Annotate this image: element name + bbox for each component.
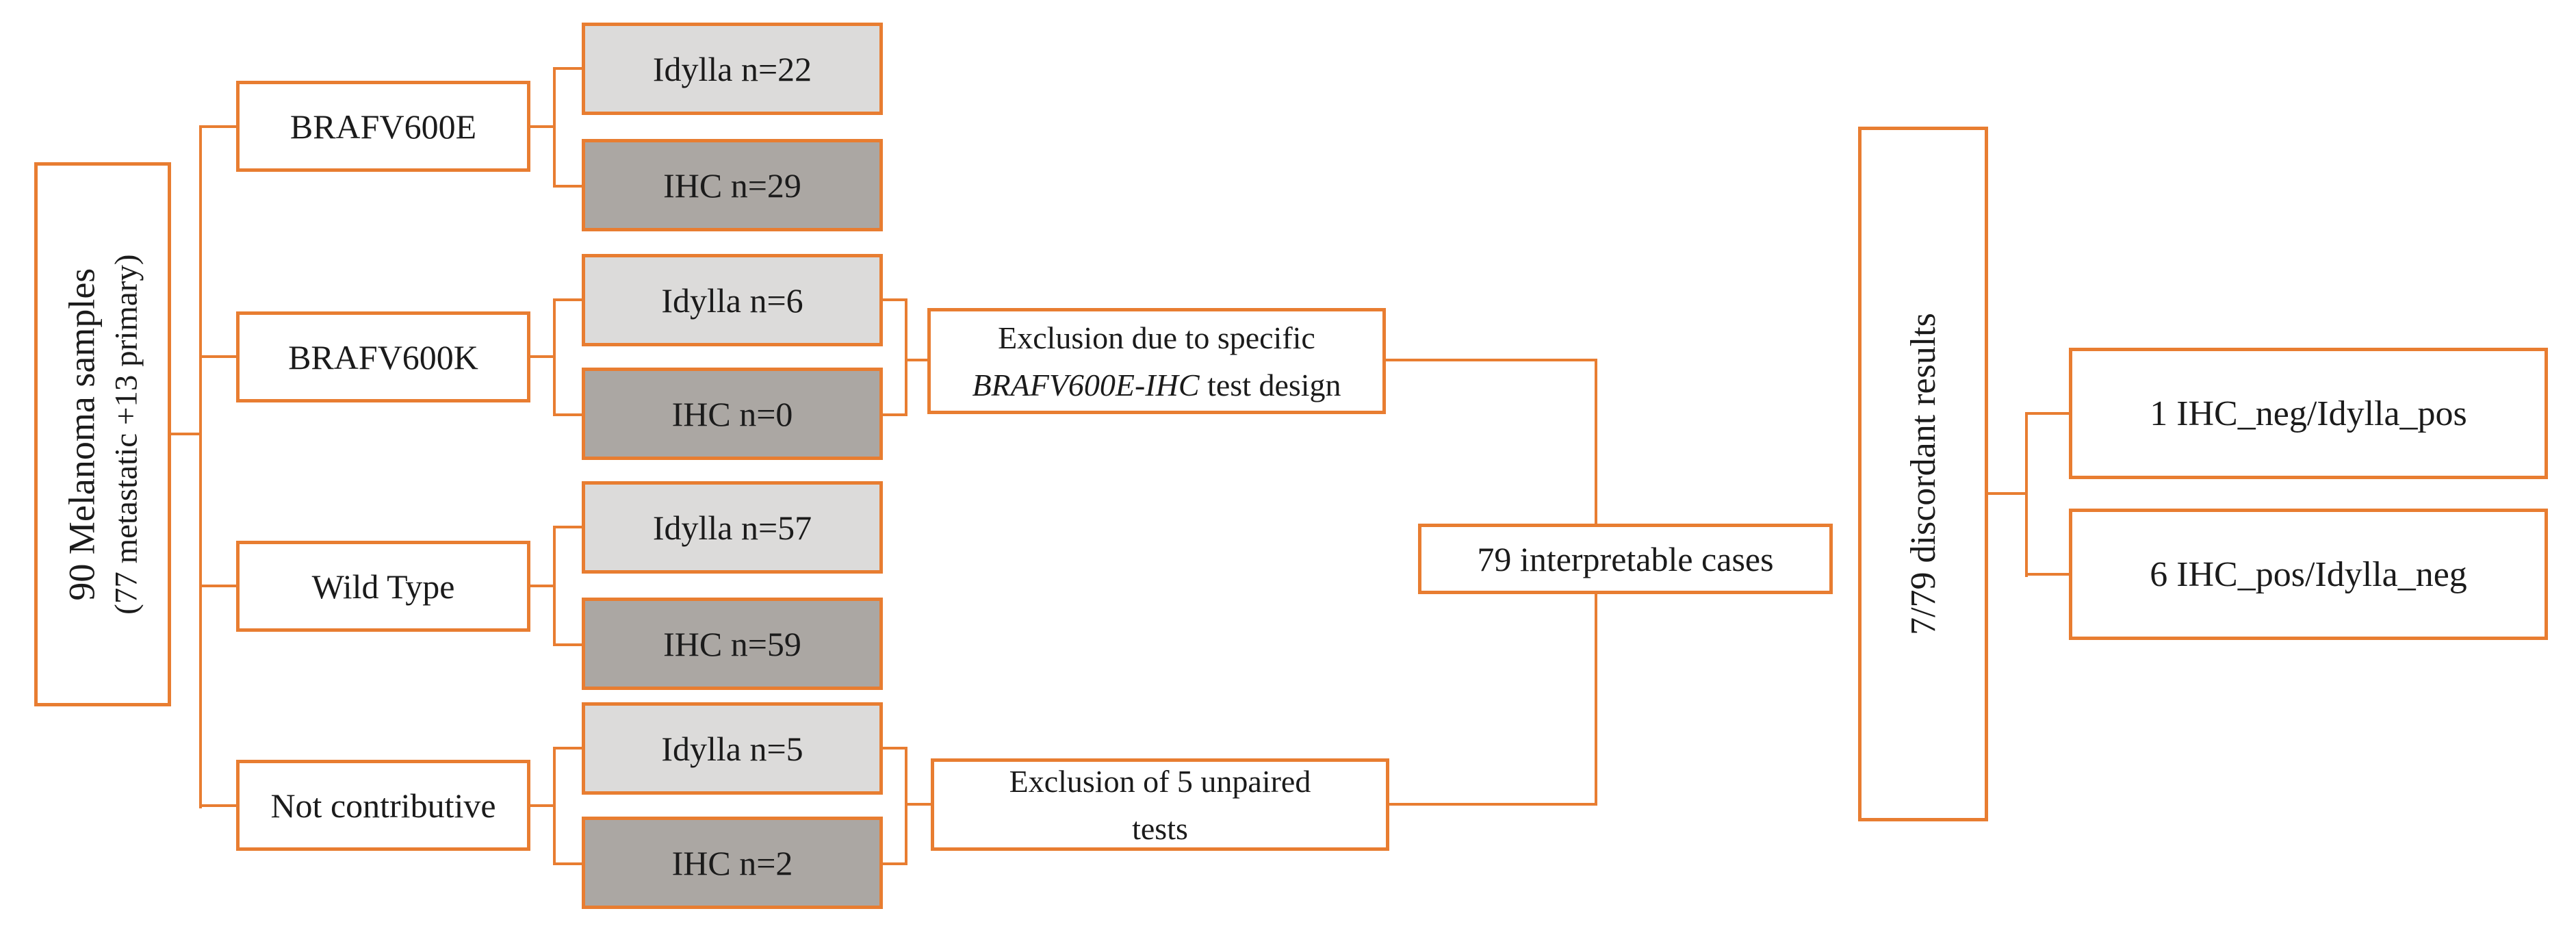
discordant-results-box: 7/79 discordant results (1858, 127, 1988, 821)
connector-line (880, 413, 907, 416)
category-label: Wild Type (311, 567, 455, 606)
outcome-box-ihc-pos-idylla-neg: 6 IHC_pos/Idylla_neg (2069, 509, 2548, 640)
connector-line (199, 804, 239, 807)
connector-line (199, 585, 239, 587)
category-box-wild-type: Wild Type (236, 541, 530, 632)
outcome-label: 1 IHC_neg/Idylla_pos (2150, 394, 2467, 433)
exclusion-unpaired-line1: Exclusion of 5 unpaired (1009, 763, 1311, 799)
exclusion-specific-rest: test design (1199, 367, 1341, 402)
idylla-count-box-row2: Idylla n=6 (582, 254, 883, 346)
idylla-count-label: Idylla n=22 (652, 49, 812, 88)
connector-line (528, 585, 556, 587)
discordant-results-label: 7/79 discordant results (1903, 313, 1943, 635)
exclusion-specific-line2: BRAFV600E-IHC test design (972, 361, 1341, 409)
connector-line (553, 862, 584, 865)
ihc-count-label: IHC n=0 (671, 394, 793, 433)
exclusion-specific-gene: BRAFV600E-IHC (972, 367, 1200, 402)
root-samples-label: 90 Melanoma samples (77 metastatic +13 p… (57, 254, 147, 614)
root-samples-line1: 90 Melanoma samples (61, 268, 103, 601)
connector-line (553, 298, 584, 301)
connector-line (553, 747, 584, 750)
interpretable-cases-box: 79 interpretable cases (1418, 524, 1833, 594)
ihc-count-label: IHC n=29 (663, 166, 801, 205)
connector-line (553, 67, 556, 188)
connector-line (905, 298, 907, 416)
connector-line (905, 747, 907, 865)
connector-line (2025, 412, 2028, 577)
connector-line (553, 413, 584, 416)
category-label: Not contributive (270, 786, 496, 825)
idylla-count-box-row4: Idylla n=5 (582, 702, 883, 795)
ihc-count-label: IHC n=59 (663, 624, 801, 663)
outcome-box-ihc-neg-idylla-pos: 1 IHC_neg/Idylla_pos (2069, 348, 2548, 479)
idylla-count-box-row3: Idylla n=57 (582, 481, 883, 574)
exclusion-specific-box: Exclusion due to specific BRAFV600E-IHC … (927, 308, 1386, 414)
connector-line (905, 803, 934, 806)
interpretable-cases-label: 79 interpretable cases (1477, 539, 1774, 578)
connector-line (1595, 593, 1597, 806)
category-box-brafv600e: BRAFV600E (236, 81, 530, 172)
outcome-label: 6 IHC_pos/Idylla_neg (2150, 554, 2467, 594)
ihc-count-box-row3: IHC n=59 (582, 598, 883, 690)
exclusion-unpaired-line2: tests (1132, 810, 1188, 846)
idylla-count-box-row1: Idylla n=22 (582, 23, 883, 115)
connector-line (528, 804, 556, 807)
ihc-count-label: IHC n=2 (671, 843, 793, 882)
connector-line (553, 185, 584, 188)
ihc-count-box-row2: IHC n=0 (582, 368, 883, 460)
connector-line (1988, 492, 2028, 495)
connector-line (880, 747, 907, 750)
connector-line (880, 298, 907, 301)
connector-line (553, 67, 584, 70)
connector-line (880, 862, 907, 865)
connector-line (553, 298, 556, 416)
connector-line (199, 125, 202, 808)
connector-line (528, 355, 556, 358)
category-label: BRAFV600K (288, 337, 478, 376)
connector-line (171, 433, 202, 435)
connector-line (199, 355, 239, 358)
category-box-not-contributive: Not contributive (236, 760, 530, 851)
connector-line (2025, 412, 2069, 415)
idylla-count-label: Idylla n=5 (661, 729, 803, 768)
ihc-count-box-row1: IHC n=29 (582, 139, 883, 231)
root-samples-line2: (77 metastatic +13 primary) (108, 254, 144, 615)
connector-line (553, 747, 556, 865)
connector-line (553, 526, 584, 528)
connector-line (553, 526, 556, 646)
connector-line (1595, 359, 1597, 526)
category-box-brafv600k: BRAFV600K (236, 311, 530, 402)
idylla-count-label: Idylla n=57 (652, 508, 812, 547)
category-label: BRAFV600E (289, 107, 477, 146)
connector-line (1387, 803, 1597, 806)
connector-line (2025, 573, 2069, 576)
connector-line (1383, 359, 1597, 361)
connector-line (199, 125, 239, 128)
ihc-count-box-row4: IHC n=2 (582, 817, 883, 909)
root-samples-box: 90 Melanoma samples (77 metastatic +13 p… (34, 162, 171, 706)
exclusion-unpaired-box: Exclusion of 5 unpaired tests (931, 758, 1389, 851)
connector-line (905, 359, 931, 361)
connector-line (528, 125, 556, 128)
connector-line (553, 643, 584, 646)
idylla-count-label: Idylla n=6 (661, 281, 803, 320)
exclusion-specific-line1: Exclusion due to specific (998, 320, 1315, 355)
